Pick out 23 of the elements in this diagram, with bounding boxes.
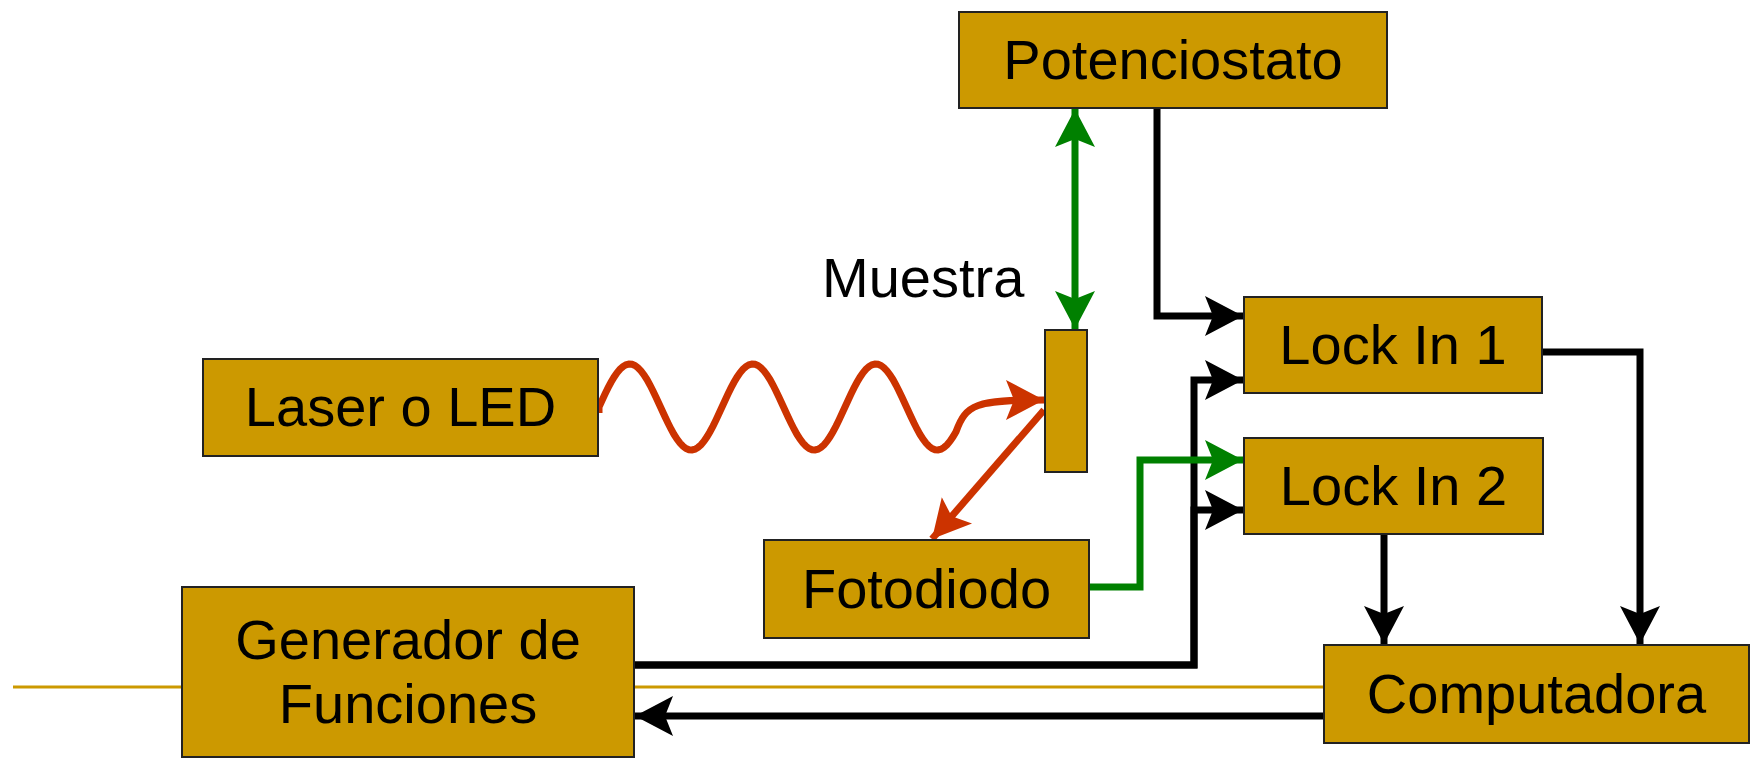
arrow <box>635 696 1323 736</box>
box-label: Computadora <box>1366 661 1707 727</box>
sample-bar <box>1044 329 1088 473</box>
process-box <box>958 11 1388 109</box>
box-label: Potenciostato <box>1003 27 1343 93</box>
arrow <box>1090 440 1243 591</box>
box-label: Fotodiodo <box>801 556 1052 622</box>
arrow <box>1055 109 1095 329</box>
box-label: Lock In 1 <box>1279 312 1507 378</box>
process-box <box>1243 296 1543 394</box>
arrow <box>1543 348 1660 644</box>
arrow <box>1364 535 1404 644</box>
process-box <box>763 539 1090 639</box>
process-box <box>202 358 599 457</box>
process-box <box>1323 644 1750 744</box>
box-label: Lock In 2 <box>1279 453 1508 519</box>
box-label: Generador de Funciones <box>234 607 582 737</box>
arrow <box>1153 109 1243 336</box>
process-box <box>1243 437 1544 535</box>
arrow <box>635 490 1243 669</box>
process-box <box>181 586 635 758</box>
sample-label: Muestra <box>822 245 1025 310</box>
box-label: Laser o LED <box>244 375 557 440</box>
